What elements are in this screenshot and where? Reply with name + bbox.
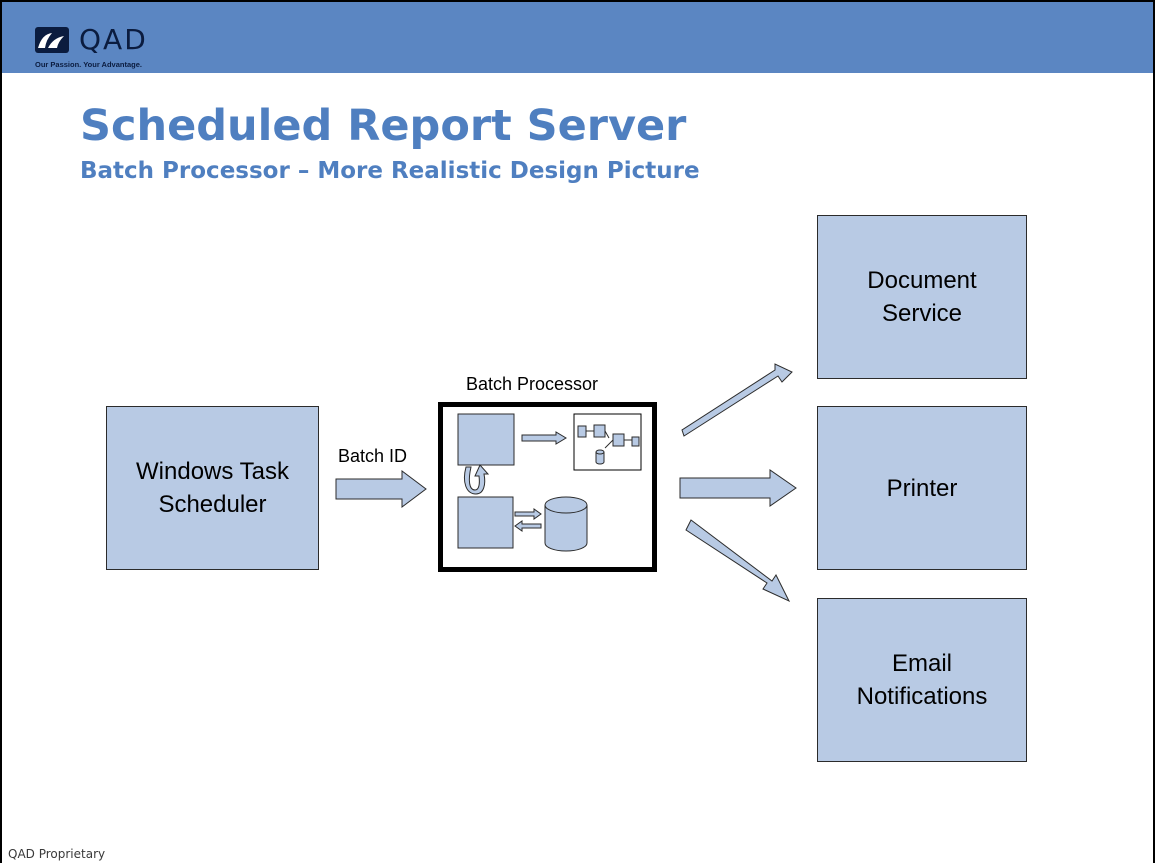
footer-proprietary: QAD Proprietary [8, 847, 106, 861]
arrow-to-printer [679, 469, 797, 507]
page-subtitle: Batch Processor – More Realistic Design … [80, 158, 700, 184]
database-icon [544, 496, 588, 552]
db-arrow-left [514, 520, 542, 532]
component-box-top [457, 413, 515, 466]
windows-task-scheduler-label: Windows Task Scheduler [136, 458, 289, 518]
header-bar: QAD Our Passion. Your Advantage. [2, 2, 1153, 73]
windows-task-scheduler-box: Windows Task Scheduler [106, 406, 319, 570]
printer-box: Printer [817, 406, 1027, 570]
workflow-panel [573, 413, 642, 471]
email-notifications-box: Email Notifications [817, 598, 1027, 762]
printer-label: Printer [886, 474, 958, 502]
logo-text: QAD [79, 23, 148, 56]
batch-id-label: Batch ID [338, 446, 408, 466]
component-box-bottom [457, 496, 514, 549]
loop-arrow [463, 464, 490, 495]
document-service-box: Document Service [817, 215, 1027, 379]
db-arrow-right [514, 508, 542, 520]
qad-logo-icon [35, 27, 69, 53]
workflow-glyph [577, 424, 640, 465]
email-notifications-label: Email Notifications [856, 650, 988, 710]
batch-id-arrow [335, 470, 427, 508]
arrow-to-document-service [681, 363, 793, 437]
small-arrow-right [521, 431, 567, 445]
logo-tagline: Our Passion. Your Advantage. [35, 60, 142, 69]
document-service-label: Document Service [867, 267, 977, 327]
arrow-to-email [685, 519, 791, 603]
page-title: Scheduled Report Server [80, 101, 687, 151]
batch-processor-label: Batch Processor [466, 374, 599, 394]
